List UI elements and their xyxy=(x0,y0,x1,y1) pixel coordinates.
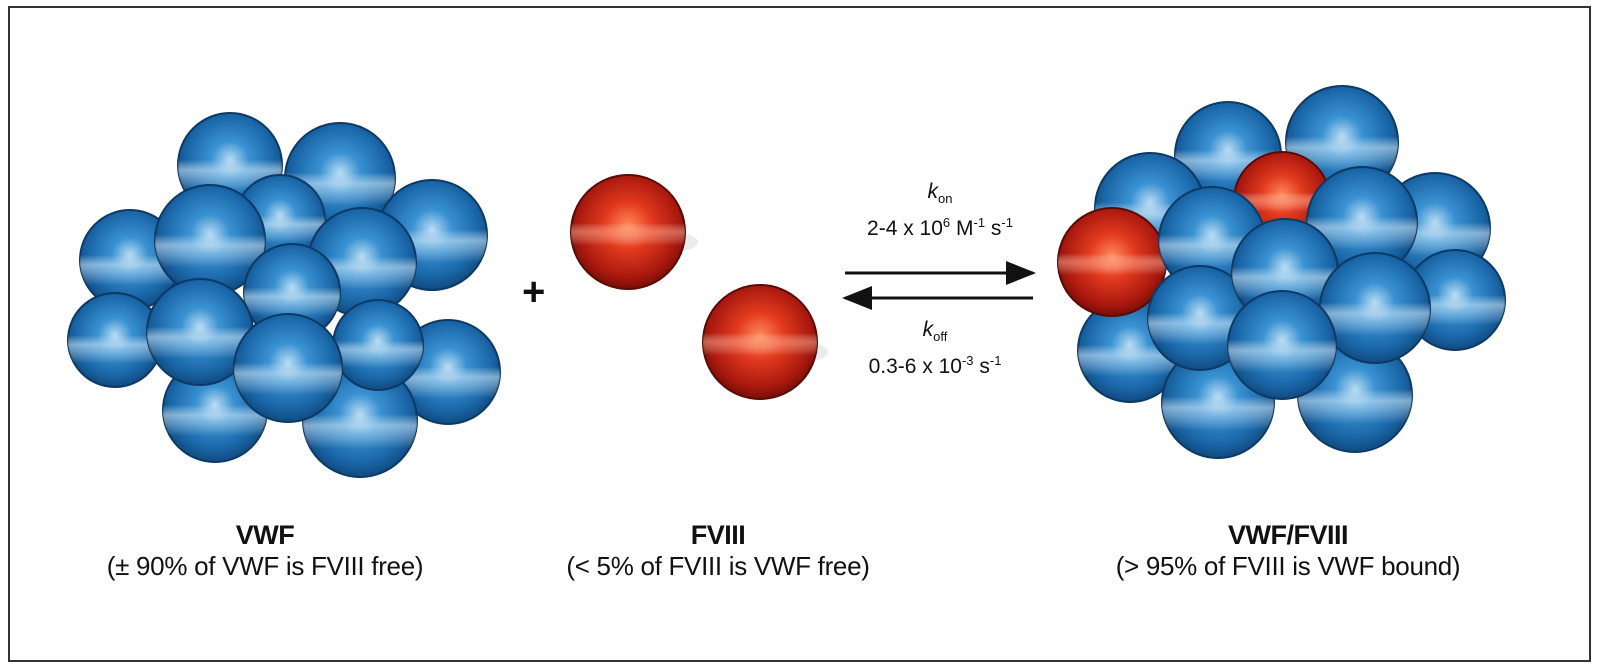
fviii-sphere xyxy=(702,284,818,400)
vwf-sphere xyxy=(233,313,343,423)
vwf-cluster xyxy=(67,112,501,478)
kon-symbol: k xyxy=(927,180,939,203)
kon-subscript: on xyxy=(938,191,953,207)
vwf-sphere xyxy=(332,299,424,391)
koff-unit2-exp: -1 xyxy=(989,353,1002,369)
complex-label: VWF/FVIII (> 95% of FVIII is VWF bound) xyxy=(1116,520,1461,582)
koff-subscript: off xyxy=(933,329,948,345)
koff-prefix: 0.3-6 x 10 xyxy=(868,355,962,379)
fviii-sphere xyxy=(1057,207,1167,317)
vwf-fviii-complex xyxy=(1057,85,1506,459)
complex-description: (> 95% of FVIII is VWF bound) xyxy=(1115,551,1461,581)
vwf-sphere xyxy=(1306,166,1418,278)
fviii-label: FVIII (< 5% of FVIII is VWF free) xyxy=(566,520,870,582)
koff-symbol: k xyxy=(922,318,934,341)
kon-unit2: s xyxy=(985,217,1002,241)
kon-unit1-exp: -1 xyxy=(973,215,986,231)
vwf-sphere xyxy=(1319,252,1431,364)
fviii-description: (< 5% of FVIII is VWF free) xyxy=(566,551,870,581)
vwf-label: VWF (± 90% of VWF is FVIII free) xyxy=(107,520,424,582)
forward-rate-label: kon 2-4 x 106 M-1 s-1 xyxy=(867,180,1013,241)
kon-unit2-exp: -1 xyxy=(1001,215,1013,231)
plus-sign: + xyxy=(522,270,546,314)
vwf-sphere xyxy=(1147,265,1253,371)
fviii-name: FVIII xyxy=(690,520,746,550)
vwf-sphere xyxy=(146,278,254,386)
vwf-description: (± 90% of VWF is FVIII free) xyxy=(106,551,424,581)
kon-unit1: M xyxy=(950,217,974,241)
kon-prefix: 2-4 x 10 xyxy=(867,217,943,241)
vwf-sphere xyxy=(154,184,266,296)
fviii-sphere xyxy=(570,174,686,290)
vwf-name: VWF xyxy=(235,520,295,550)
vwf-sphere xyxy=(243,243,341,341)
fviii-free xyxy=(570,174,828,400)
vwf-sphere xyxy=(1227,290,1337,400)
complex-name: VWF/FVIII xyxy=(1227,520,1348,550)
vwf-sphere xyxy=(67,292,163,388)
koff-exp: -3 xyxy=(961,353,974,369)
koff-unit2: s xyxy=(973,355,990,379)
reverse-rate-label: koff 0.3-6 x 10-3 s-1 xyxy=(869,318,1002,379)
kon-exp: 6 xyxy=(942,215,951,231)
